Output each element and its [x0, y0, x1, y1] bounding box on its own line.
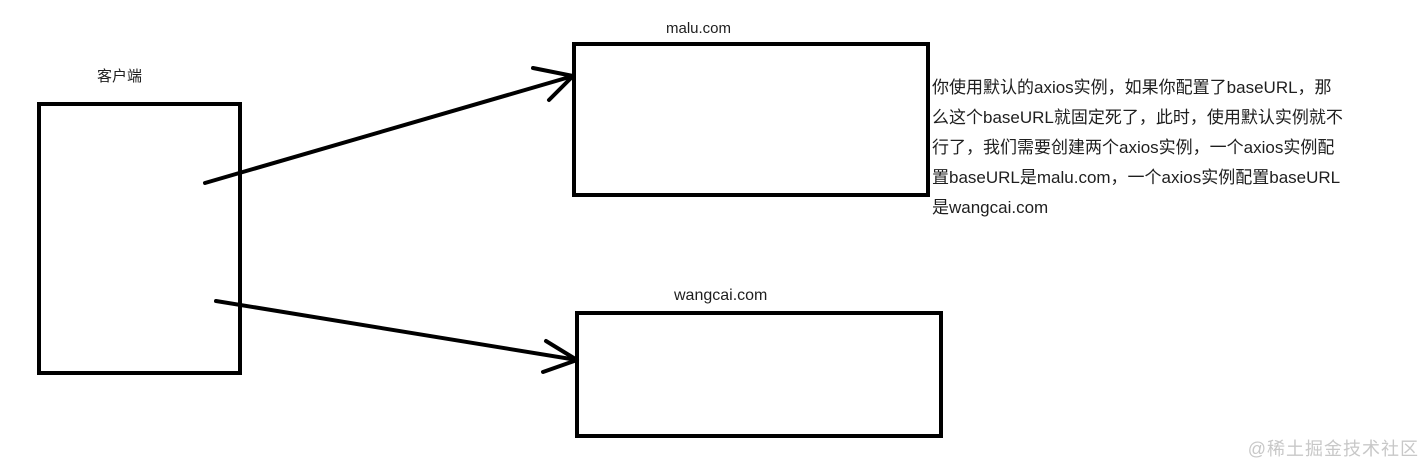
client-box — [37, 102, 242, 375]
annotation-line: 是wangcai.com — [932, 198, 1049, 217]
malu-box-label: malu.com — [666, 20, 732, 37]
arrow-client-to-malu — [203, 66, 575, 185]
annotation-line: 你使用默认的axios实例，如果你配置了baseURL，那 — [932, 78, 1332, 97]
arrow-client-to-wangcai — [214, 299, 579, 374]
annotation-line: 行了，我们需要创建两个axios实例，一个axios实例配 — [932, 138, 1335, 157]
annotation-line: 置baseURL是malu.com，一个axios实例配置baseURL — [932, 168, 1341, 187]
annotation-line: 么这个baseURL就固定死了，此时，使用默认实例就不 — [932, 108, 1343, 127]
wangcai-box — [575, 311, 943, 438]
watermark: @稀土掘金技术社区 — [1247, 439, 1419, 459]
wangcai-box-label: wangcai.com — [674, 287, 768, 304]
client-box-label: 客户端 — [97, 68, 143, 85]
annotation-text: 你使用默认的axios实例，如果你配置了baseURL，那 么这个baseURL… — [932, 73, 1372, 223]
malu-box — [572, 42, 930, 197]
